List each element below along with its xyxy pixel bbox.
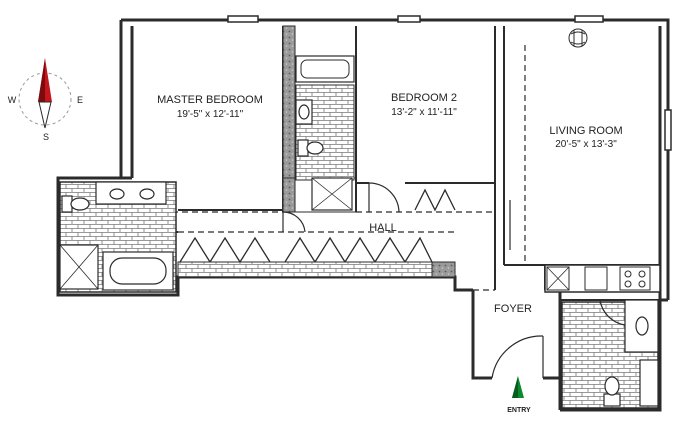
entry-label: ENTRY [507,407,531,414]
living-room-name: LIVING ROOM [549,125,622,137]
hall-label: HALL [369,222,397,234]
master-bedroom-name: MASTER BEDROOM [157,94,263,106]
foyer-label: FOYER [494,303,532,315]
kitchen [544,264,661,293]
compass-west-label: W [8,95,17,105]
bedroom2-dims: 13'-2" x 11'-11" [391,107,457,118]
closet-shelf [177,261,456,278]
plant-icon [568,28,588,48]
bedroom2-name: BEDROOM 2 [391,92,457,104]
center-bath-floor [295,84,355,181]
bathtub-icon [102,251,174,291]
master-bedroom-dims: 19'-5" x 12'-11" [177,109,244,120]
door-swing-icon [282,182,626,379]
wall-core [282,25,296,213]
entry-arrow-icon [512,376,524,398]
right-tub [639,359,659,407]
stove-icon [619,266,651,291]
toilet-icon [61,195,90,213]
compass-east-label: E [77,95,83,105]
windows [227,15,672,151]
compass-icon [18,58,72,129]
master-vanity [95,181,167,205]
living-room-dims: 20'-5" x 13'-3" [555,139,617,150]
sink-icon [109,188,155,200]
closet-door-icon [179,188,456,264]
right-toilet-icon [603,376,621,407]
center-toilet-icon [297,139,324,157]
center-sink-icon [295,99,313,125]
compass-south-label: S [43,132,49,142]
